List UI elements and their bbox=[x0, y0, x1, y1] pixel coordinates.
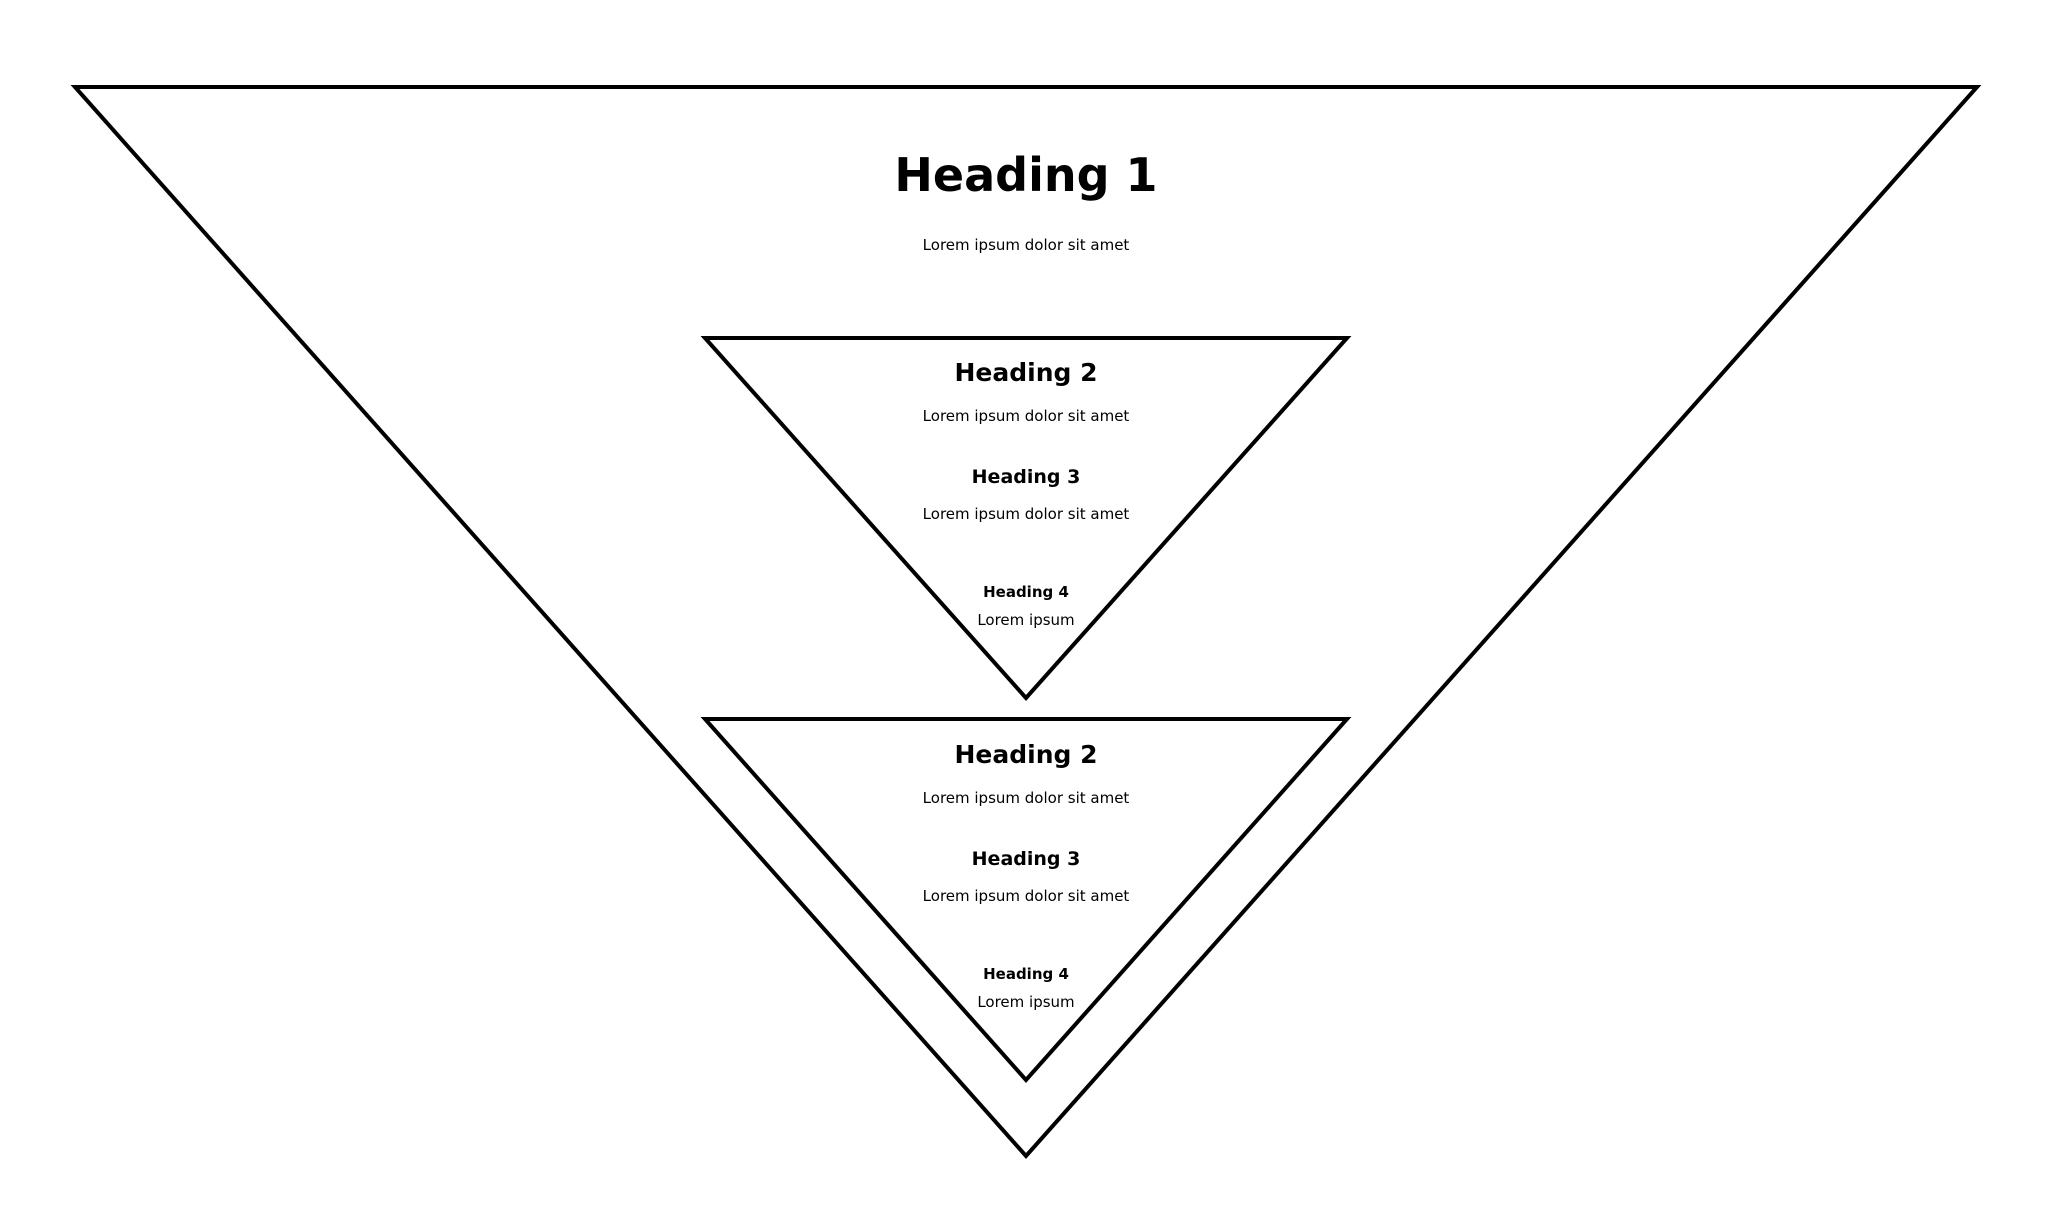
upper-inner-triangle bbox=[700, 336, 1352, 702]
lower-heading-4: Heading 4 bbox=[983, 965, 1069, 983]
lower-heading-3-text: Lorem ipsum dolor sit amet bbox=[922, 887, 1130, 905]
upper-heading-4: Heading 4 bbox=[983, 583, 1069, 601]
lower-heading-2: Heading 2 bbox=[954, 740, 1098, 769]
upper-heading-3-text: Lorem ipsum dolor sit amet bbox=[922, 505, 1130, 523]
upper-heading-4-text: Lorem ipsum bbox=[977, 611, 1075, 629]
upper-heading-3: Heading 3 bbox=[971, 466, 1081, 488]
lower-heading-2-text: Lorem ipsum dolor sit amet bbox=[922, 789, 1130, 807]
upper-heading-2: Heading 2 bbox=[954, 358, 1098, 387]
lower-inner-triangle bbox=[700, 717, 1352, 1084]
heading-1: Heading 1 bbox=[894, 148, 1158, 202]
upper-heading-2-text: Lorem ipsum dolor sit amet bbox=[922, 407, 1130, 425]
outer-triangle bbox=[70, 85, 1982, 1160]
lower-heading-3: Heading 3 bbox=[971, 848, 1081, 870]
heading-1-text: Lorem ipsum dolor sit amet bbox=[922, 236, 1130, 254]
lower-heading-4-text: Lorem ipsum bbox=[977, 993, 1075, 1011]
